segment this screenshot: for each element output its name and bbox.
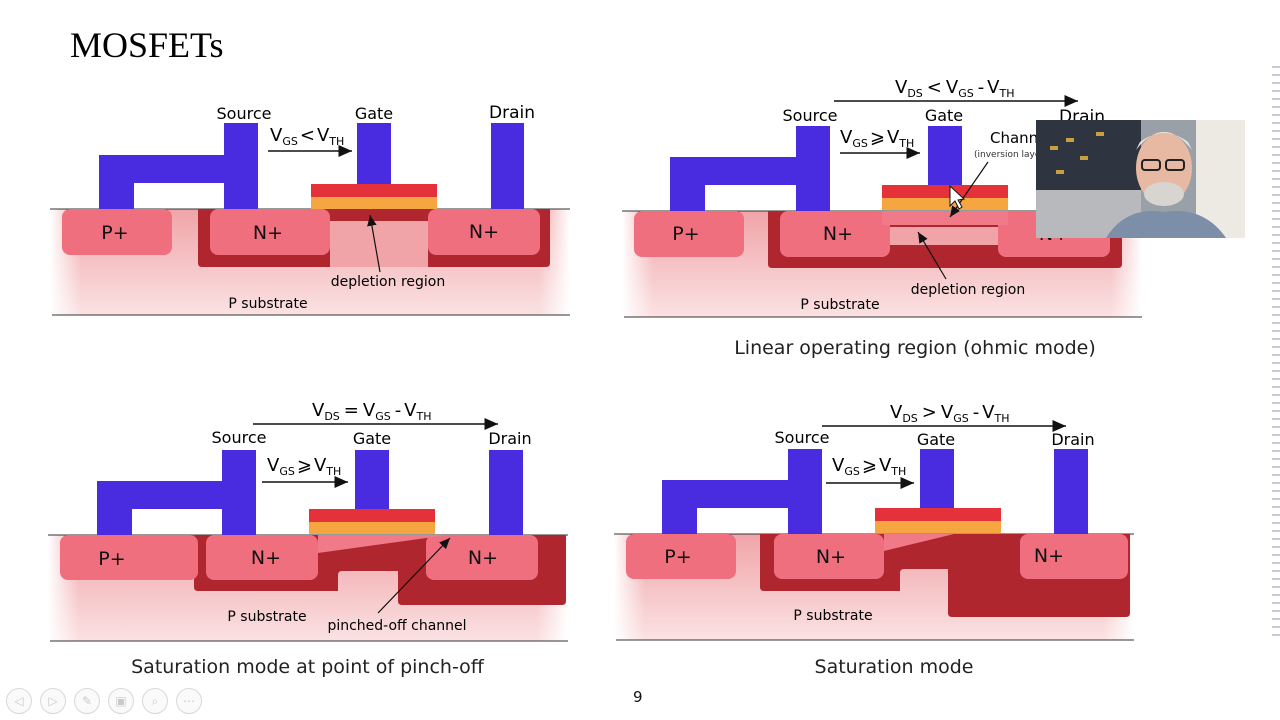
tapered-channel	[318, 535, 448, 553]
n-plus-label-drain: N+	[468, 547, 498, 569]
p-substrate-label: P substrate	[228, 296, 307, 312]
n-plus-region-source	[206, 535, 318, 580]
gate-oxide	[882, 198, 1008, 210]
caption-saturation: Saturation mode	[814, 656, 974, 678]
page-number: 9	[633, 688, 643, 706]
inversion-channel	[882, 211, 1008, 225]
n-plus-region-source	[774, 534, 884, 579]
p-plus-label: P+	[98, 548, 125, 570]
source-label: Source	[775, 428, 830, 447]
drain-contact	[489, 450, 523, 535]
n-plus-region-source	[210, 209, 330, 255]
p-plus-label: P+	[101, 222, 128, 244]
n-plus-label-source: N+	[253, 222, 283, 244]
presentation-toolbar: ◁ ▷ ✎ ▣ ⌕ ⋯	[6, 688, 202, 714]
p-plus-label: P+	[672, 223, 699, 245]
presenter-video-frame	[1036, 120, 1245, 238]
gate-oxide	[311, 197, 437, 209]
next-slide-icon[interactable]: ▷	[40, 688, 66, 714]
drain-contact	[1054, 449, 1088, 534]
mosfet-diagram-saturation: VDS>VGS-VTH Source Gate Drain VGS⩾VTH P+…	[614, 402, 1134, 641]
gate-contact	[355, 450, 389, 509]
gate-poly	[882, 185, 1008, 198]
pinched-off-channel-label: pinched-off channel	[327, 618, 466, 634]
p-plus-region	[60, 535, 198, 580]
mosfet-diagram-cutoff: Source Gate Drain VGS<VTH P+ N+ N+ deple…	[50, 103, 570, 316]
p-plus-region	[634, 211, 744, 257]
pinchoff-pointer	[377, 537, 451, 614]
body-source-contact	[670, 126, 830, 211]
n-plus-label-drain: N+	[1034, 545, 1064, 567]
vgs-vth-label: VGS⩾VTH	[832, 455, 906, 478]
scrollbar-strip[interactable]	[1272, 60, 1280, 640]
channel-pointer	[949, 161, 989, 218]
drain-label: Drain	[1051, 430, 1094, 449]
vds-label: VDS<VGS-VTH	[895, 77, 1015, 100]
source-label: Source	[783, 106, 838, 125]
n-plus-label-source: N+	[823, 223, 853, 245]
slides-overview-icon[interactable]: ▣	[108, 688, 134, 714]
body-source-contact	[97, 450, 256, 535]
drain-label: Drain	[488, 429, 531, 448]
n-plus-label-source: N+	[251, 547, 281, 569]
depletion-region-label: depletion region	[911, 282, 1025, 298]
depletion-pointer	[367, 214, 381, 273]
gate-poly	[311, 184, 437, 197]
cursor-arrow-icon	[949, 184, 966, 210]
p-substrate-label: P substrate	[227, 609, 306, 625]
p-plus-region	[626, 534, 736, 579]
vgs-vth-label: VGS<VTH	[270, 125, 344, 148]
gate-label: Gate	[355, 104, 393, 123]
zoom-icon[interactable]: ⌕	[142, 688, 168, 714]
n-plus-region-drain	[428, 209, 540, 255]
n-plus-label-source: N+	[816, 546, 846, 568]
channel-depletion-gap	[890, 227, 998, 245]
inversion-layer-label: (inversion layer)	[974, 150, 1048, 160]
gate-oxide	[309, 522, 435, 534]
vds-label: VDS>VGS-VTH	[890, 402, 1010, 425]
gate-contact	[357, 123, 391, 184]
webcam-overlay	[1036, 120, 1245, 238]
depletion-pointer	[917, 231, 947, 280]
drain-label: Drain	[489, 103, 535, 123]
source-label: Source	[212, 428, 267, 447]
p-plus-label: P+	[664, 546, 691, 568]
gate-contact	[920, 449, 954, 508]
gate-poly	[309, 509, 435, 522]
p-substrate-label: P substrate	[800, 297, 879, 313]
p-substrate-label: P substrate	[793, 608, 872, 624]
more-options-icon[interactable]: ⋯	[176, 688, 202, 714]
gate-label: Gate	[925, 106, 963, 125]
caption-linear: Linear operating region (ohmic mode)	[734, 337, 1096, 359]
vgs-vth-label: VGS⩾VTH	[840, 127, 914, 150]
gate-label: Gate	[353, 429, 391, 448]
depletion-region-label: depletion region	[331, 274, 445, 290]
vds-label: VDS=VGS-VTH	[312, 400, 432, 423]
source-label: Source	[217, 104, 272, 123]
n-plus-region-drain	[1020, 534, 1128, 579]
gate-oxide	[875, 521, 1001, 533]
slide-title: MOSFETs	[70, 25, 224, 65]
mosfet-diagram-pinchoff: VDS=VGS-VTH Source Gate Drain VGS⩾VTH P+…	[48, 400, 568, 642]
channel-gap	[330, 221, 428, 267]
body-source-contact	[662, 449, 822, 534]
previous-slide-icon[interactable]: ◁	[6, 688, 32, 714]
n-plus-region-drain	[426, 535, 538, 580]
gate-contact	[928, 126, 962, 185]
gate-label: Gate	[917, 430, 955, 449]
n-plus-label-drain: N+	[469, 221, 499, 243]
n-plus-region-source	[780, 211, 890, 257]
pen-icon[interactable]: ✎	[74, 688, 100, 714]
drain-contact	[491, 123, 524, 209]
tapered-channel	[884, 534, 954, 551]
gate-poly	[875, 508, 1001, 521]
p-plus-region	[62, 209, 172, 255]
vgs-vth-label: VGS⩾VTH	[267, 455, 341, 478]
caption-pinchoff: Saturation mode at point of pinch-off	[131, 656, 484, 678]
body-source-contact	[99, 123, 258, 209]
